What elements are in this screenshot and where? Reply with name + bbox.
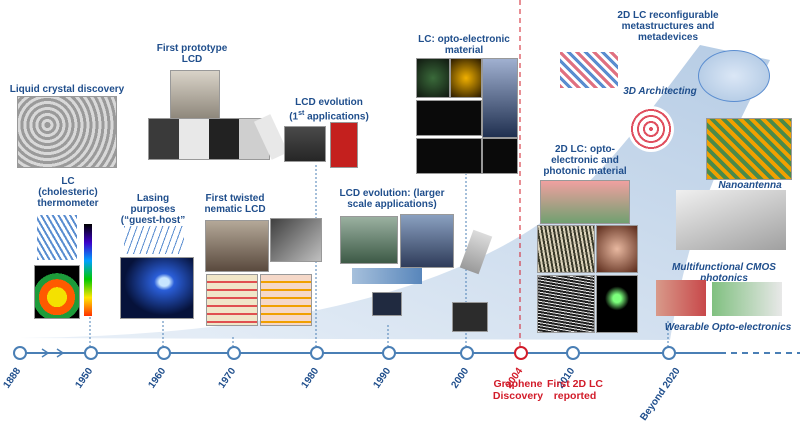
optical-switch-1 [416, 100, 482, 136]
timeline-node-1970 [227, 346, 241, 360]
thermometer-scale-image [84, 224, 92, 316]
label-lc-cholesteric: LC (cholesteric) thermometer [35, 176, 101, 209]
graphene-discovery-label: Graphene Discovery [488, 378, 548, 402]
wearable-device-image [712, 282, 782, 316]
large-display-1 [340, 216, 398, 264]
lcd-panel-illustration [352, 268, 422, 284]
label-2d-lc-reconfig: 2D LC reconfigurable metastructures and … [598, 10, 738, 43]
cholesteric-pattern-image [37, 215, 77, 260]
lc-texture-2 [596, 225, 638, 273]
lcd-evolution-1-sub: (1 [289, 111, 298, 122]
lc-texture-3 [537, 275, 595, 333]
inventor-portrait [170, 70, 220, 122]
early-laptop [284, 126, 326, 162]
tn-cell-diagram-2 [260, 274, 312, 326]
optical-switch-3 [482, 138, 518, 174]
label-lc-optoelectronic: LC: opto-electronic material [418, 34, 510, 56]
timeline-node-1960 [157, 346, 171, 360]
lc-texture-4 [596, 275, 638, 333]
device-setup-image [540, 180, 630, 224]
timeline-node-1980 [310, 346, 324, 360]
hologram-image [482, 58, 518, 138]
label-first-prototype: First prototype LCD [152, 43, 232, 65]
guest-host-diagram [124, 226, 184, 254]
nanoantenna-image [706, 118, 792, 180]
timeline-node-2010 [566, 346, 580, 360]
wearable-people-image [656, 280, 706, 316]
lcd-evolution-1-end: applications) [304, 111, 368, 122]
label-first-twisted: First twisted nematic LCD [200, 193, 270, 215]
large-display-2 [400, 214, 454, 268]
twisted-nematic-device [270, 218, 322, 262]
lcd-tv-set [372, 292, 402, 316]
twisted-nematic-inventor [205, 220, 269, 272]
lcd-evolution-1-title: LCD evolution [295, 97, 363, 108]
timeline-node-1888 [13, 346, 27, 360]
thermal-hand-image [34, 265, 80, 319]
2d-lc-nanosheets [560, 52, 618, 88]
label-lcd-evolution-2: LCD evolution: (larger scale application… [336, 188, 448, 210]
label-lc-discovery: Liquid crystal discovery [2, 84, 132, 95]
beetle-image-1 [416, 58, 450, 98]
optical-switch-2 [416, 138, 482, 174]
label-wearable: Wearable Opto-electronics [660, 322, 796, 333]
lc-texture-1 [537, 225, 595, 273]
label-lcd-evolution-1: LCD evolution (1st applications) [284, 97, 374, 122]
lc-discovery-image [17, 96, 117, 168]
timeline-node-1950 [84, 346, 98, 360]
timeline-node-2020 [662, 346, 676, 360]
2d-lc-ring-structure [628, 106, 674, 152]
3d-architecture-bubble [698, 50, 770, 102]
timeline-node-2004 [514, 346, 528, 360]
beetle-image-2 [450, 58, 482, 98]
digital-camera [452, 302, 488, 332]
prototype-lcd-devices [148, 118, 270, 160]
label-2d-lc-material: 2D LC: opto-electronic and photonic mate… [536, 144, 634, 177]
label-3d-architecting: 3D Architecting [620, 86, 700, 97]
timeline-node-2000 [460, 346, 474, 360]
handheld-game [330, 122, 358, 168]
laser-image [120, 257, 194, 319]
tn-cell-diagram-1 [206, 274, 258, 326]
cmos-chip-image [676, 190, 786, 250]
timeline-node-1990 [382, 346, 396, 360]
first-2d-lc-label: First 2D LC reported [545, 378, 605, 402]
